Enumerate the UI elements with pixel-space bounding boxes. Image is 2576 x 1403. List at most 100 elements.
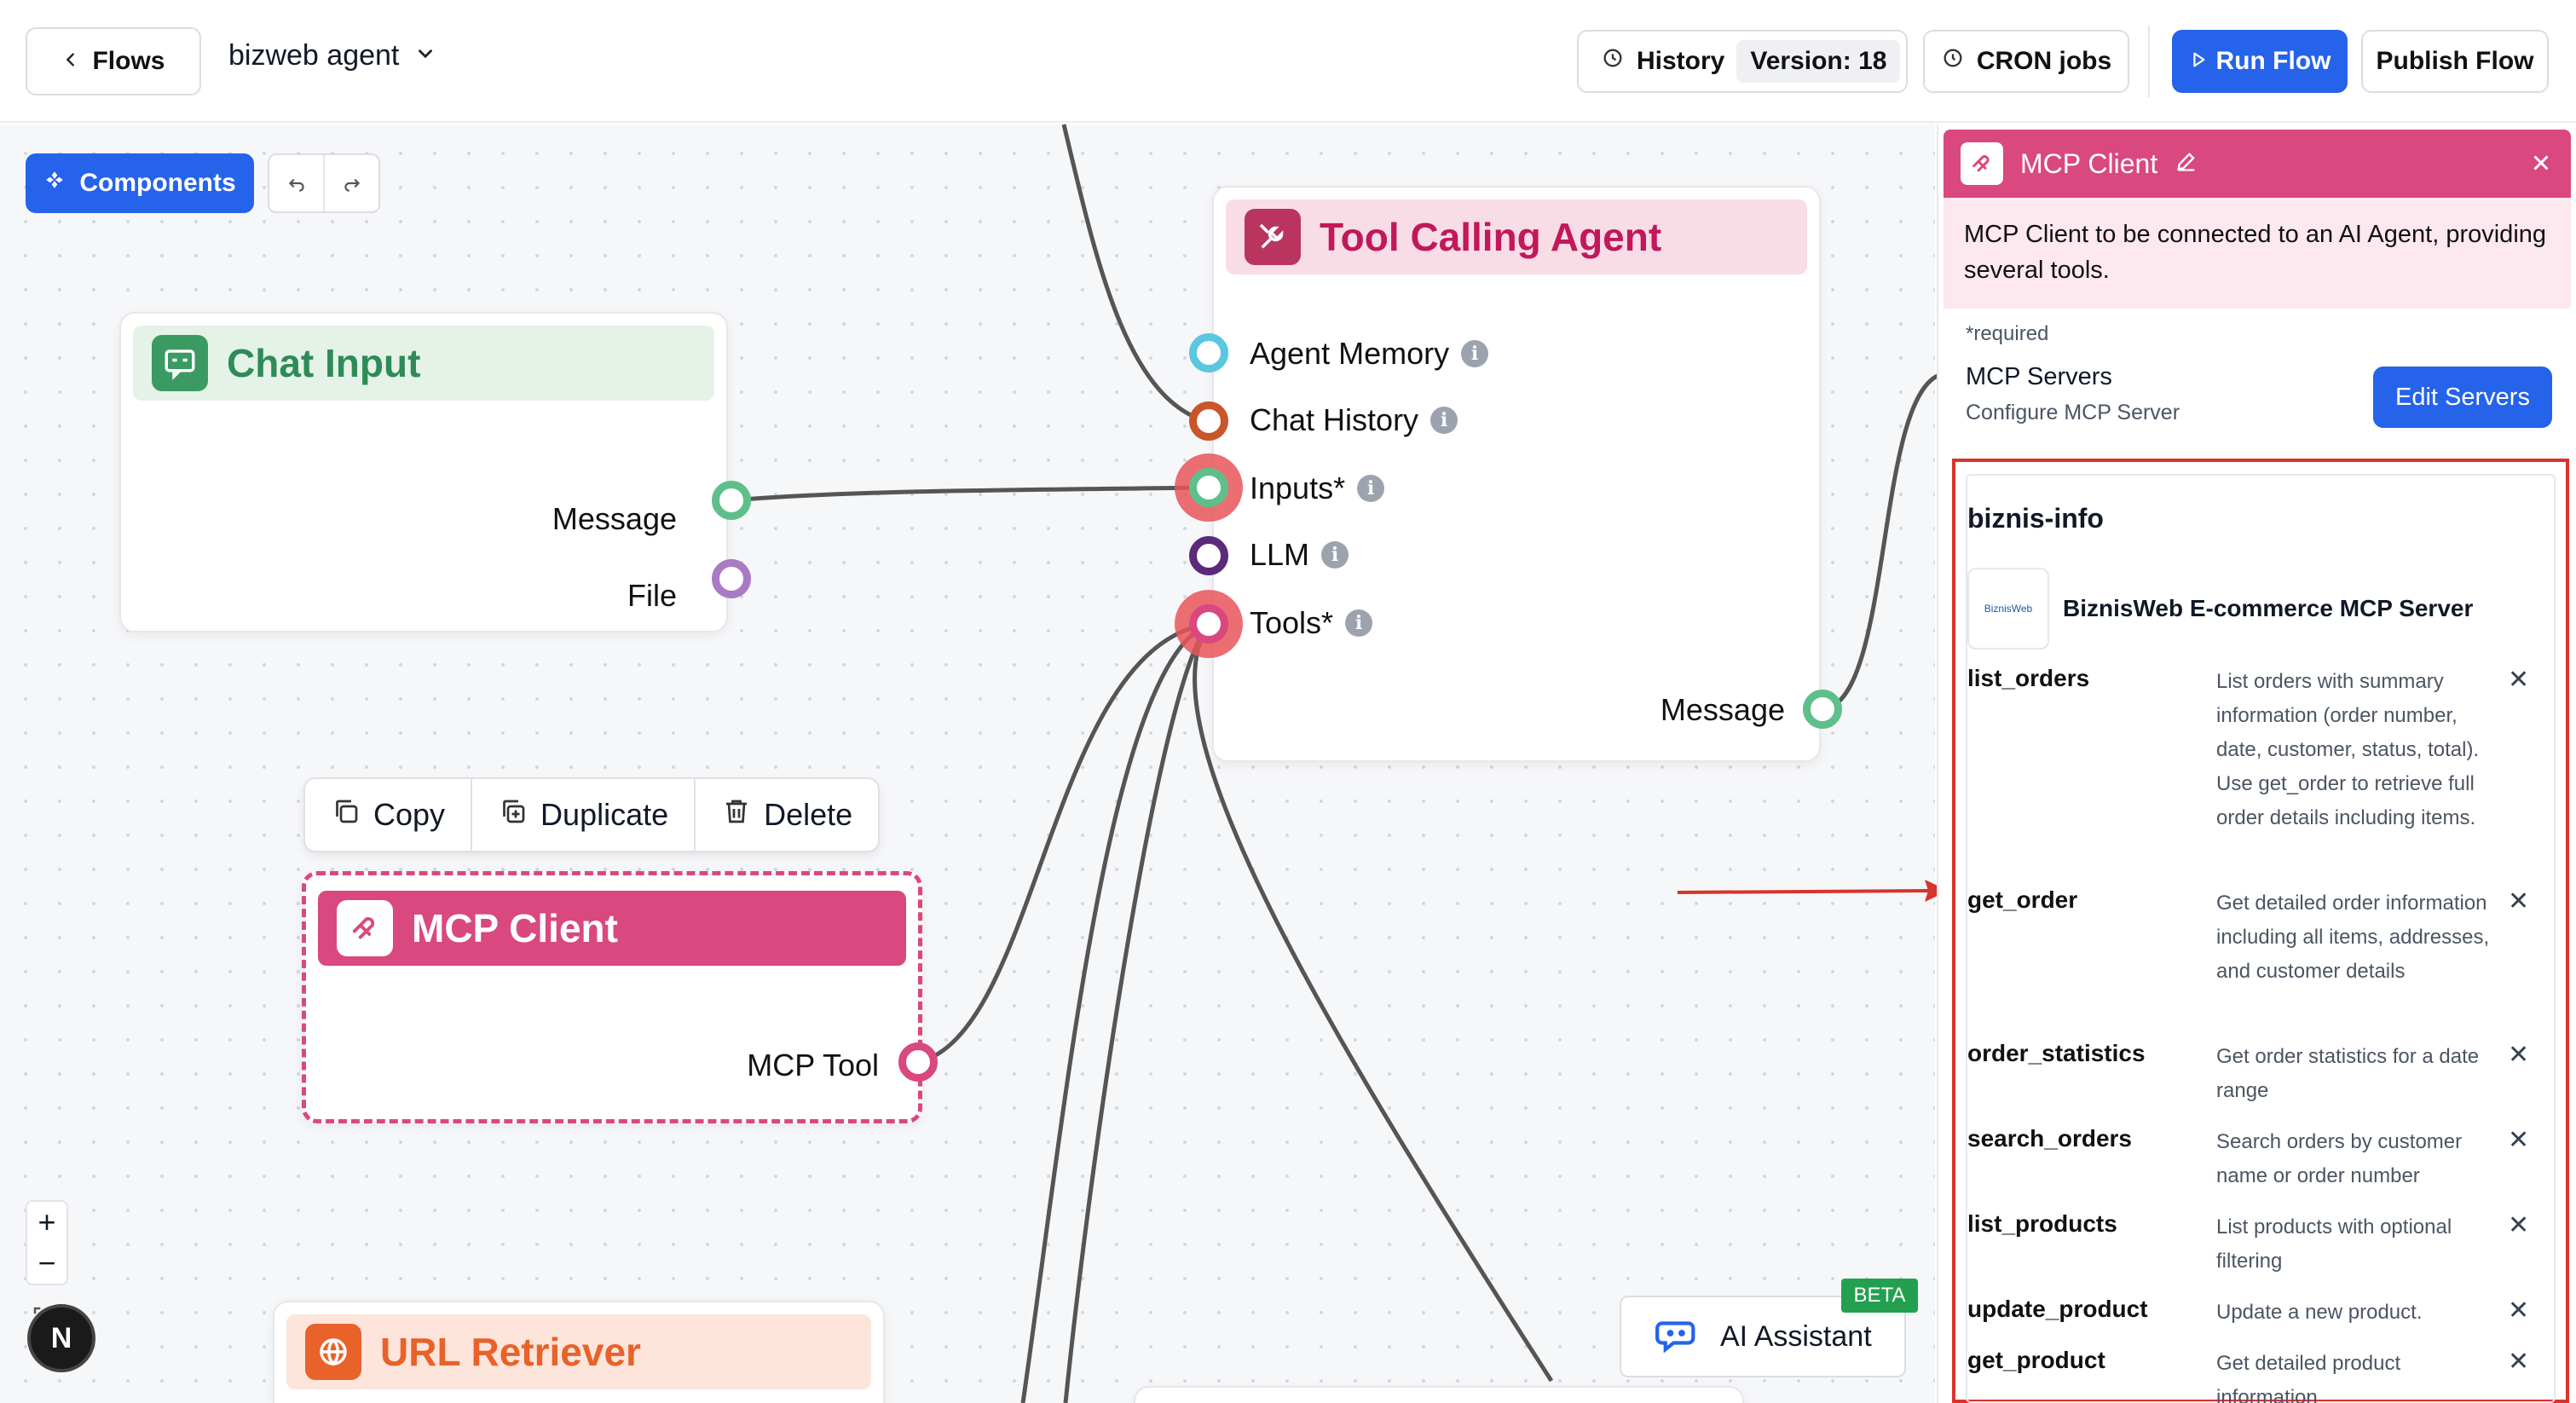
tool-description: Search orders by customer name or order … (2216, 1130, 2463, 1187)
components-button[interactable]: Components (26, 153, 254, 213)
mcp-client-panel: MCP Client MCP Client to be connected to… (1937, 124, 2576, 1403)
info-icon[interactable]: i (1357, 475, 1385, 502)
chat-message-handle[interactable] (712, 481, 751, 520)
globe-icon (305, 1324, 361, 1380)
mcp-tool-handle[interactable] (898, 1042, 938, 1082)
remove-tool-icon[interactable]: ✕ (2508, 666, 2530, 694)
remove-tool-icon[interactable]: ✕ (2508, 1348, 2530, 1376)
zoom-in-button[interactable]: + (38, 1204, 56, 1239)
back-to-flows-button[interactable]: Flows (26, 27, 201, 95)
zoom-out-button[interactable]: − (38, 1245, 56, 1280)
agent-header: Tool Calling Agent (1226, 199, 1807, 274)
zoom-controls: + − (26, 1200, 68, 1285)
tool-description: Update a new product. (2216, 1301, 2423, 1324)
inputs-handle[interactable] (1189, 468, 1228, 507)
clock-icon (1941, 46, 1965, 77)
close-icon[interactable] (2528, 150, 2554, 182)
mcp-servers-label: MCP Servers (1966, 363, 2112, 390)
publish-flow-button[interactable]: Publish Flow (2361, 30, 2549, 93)
components-label: Components (79, 169, 236, 197)
chevron-left-icon (61, 47, 80, 76)
delete-button[interactable]: Delete (696, 779, 878, 851)
mcp-node-title: MCP Client (412, 906, 618, 950)
partial-node[interactable] (1134, 1386, 1744, 1403)
duplicate-button[interactable]: Duplicate (472, 779, 696, 851)
undo-redo-group (268, 153, 380, 213)
info-icon[interactable]: i (1345, 609, 1373, 637)
port-mcp-tool: MCP Tool (747, 1048, 879, 1083)
tool-name: update_product (1967, 1296, 2148, 1322)
remove-tool-icon[interactable]: ✕ (2508, 1126, 2530, 1154)
version-badge: Version: 18 (1736, 40, 1901, 83)
flow-name: bizweb agent (228, 39, 400, 72)
port-message-label: Message (552, 501, 677, 536)
avatar[interactable]: N (27, 1304, 95, 1372)
tool-name: list_orders (1967, 665, 2090, 691)
run-flow-button[interactable]: Run Flow (2172, 30, 2348, 93)
port-mcp-tool-label: MCP Tool (747, 1048, 879, 1083)
input-inputs-label: Inputs* (1250, 471, 1346, 505)
mcp-client-node[interactable]: MCP Client MCP Tool (302, 871, 922, 1123)
tool-description: Get detailed order information including… (2216, 892, 2490, 983)
chat-icon (152, 335, 208, 391)
server-name: BiznisWeb E-commerce MCP Server (2063, 595, 2474, 621)
tools-handle[interactable] (1189, 604, 1228, 644)
url-node-title: URL Retriever (380, 1330, 641, 1374)
trash-icon (721, 796, 752, 834)
url-retriever-node[interactable]: URL Retriever (273, 1301, 885, 1403)
copy-button[interactable]: Copy (305, 779, 473, 851)
mcp-servers-subtitle: Configure MCP Server (1966, 401, 2180, 424)
remove-tool-icon[interactable]: ✕ (2508, 1211, 2530, 1239)
remove-tool-icon[interactable]: ✕ (2508, 887, 2530, 915)
tool-name: get_product (1967, 1347, 2105, 1373)
node-context-menu: Copy Duplicate Delete (303, 777, 881, 852)
edit-pencil-icon[interactable] (2175, 148, 2198, 180)
chat-input-node[interactable]: Chat Input Message File (119, 312, 728, 632)
panel-description: MCP Client to be connected to an AI Agen… (1944, 198, 2571, 309)
history-icon (1601, 46, 1625, 77)
tool-description: List products with optional filtering (2216, 1215, 2452, 1273)
server-id: biznis-info (1967, 503, 2104, 534)
redo-icon[interactable] (325, 155, 378, 211)
remove-tool-icon[interactable]: ✕ (2508, 1041, 2530, 1069)
flow-name-dropdown[interactable]: bizweb agent (228, 39, 436, 72)
info-icon[interactable]: i (1430, 407, 1458, 434)
panel-header: MCP Client (1944, 130, 2571, 198)
panel-title: MCP Client (2020, 147, 2158, 179)
info-icon[interactable]: i (1461, 340, 1489, 367)
chat-history-handle[interactable] (1189, 401, 1228, 441)
run-flow-label: Run Flow (2215, 47, 2331, 75)
tool-name: order_statistics (1967, 1040, 2146, 1066)
llm-handle[interactable] (1189, 536, 1228, 575)
remove-tool-icon[interactable]: ✕ (2508, 1296, 2530, 1325)
cron-jobs-button[interactable]: CRON jobs (1923, 30, 2129, 93)
output-message-label: Message (1660, 692, 1785, 727)
undo-icon[interactable] (269, 155, 325, 211)
agent-memory-handle[interactable] (1189, 333, 1228, 372)
port-file-label: File (627, 578, 677, 613)
port-file: File (627, 578, 677, 614)
tool-description: List orders with summary information (or… (2216, 670, 2480, 829)
history-button[interactable]: History Version: 18 (1577, 30, 1908, 93)
input-tools-label: Tools* (1250, 605, 1334, 640)
input-llm: LLM i (1250, 537, 1349, 573)
input-tools: Tools* i (1250, 605, 1373, 641)
chevron-down-icon (414, 39, 436, 72)
agent-title: Tool Calling Agent (1320, 215, 1662, 259)
biznisweb-logo: BiznisWeb (1967, 568, 2049, 650)
chat-file-handle[interactable] (712, 559, 751, 598)
edit-servers-button[interactable]: Edit Servers (2373, 367, 2552, 428)
info-icon[interactable]: i (1321, 541, 1349, 569)
play-icon (2189, 47, 2208, 76)
agent-message-out-handle[interactable] (1803, 690, 1842, 729)
cron-label: CRON jobs (1976, 47, 2112, 75)
duplicate-label: Duplicate (540, 797, 669, 832)
input-inputs: Inputs* i (1250, 471, 1385, 506)
mcp-icon (1961, 142, 2003, 185)
duplicate-icon (498, 796, 528, 834)
input-llm-label: LLM (1250, 537, 1310, 572)
top-bar: Flows bizweb agent History Version: 18 C… (0, 0, 2576, 123)
mcp-node-header: MCP Client (318, 891, 906, 966)
tool-description: Get order statistics for a date range (2216, 1045, 2480, 1102)
